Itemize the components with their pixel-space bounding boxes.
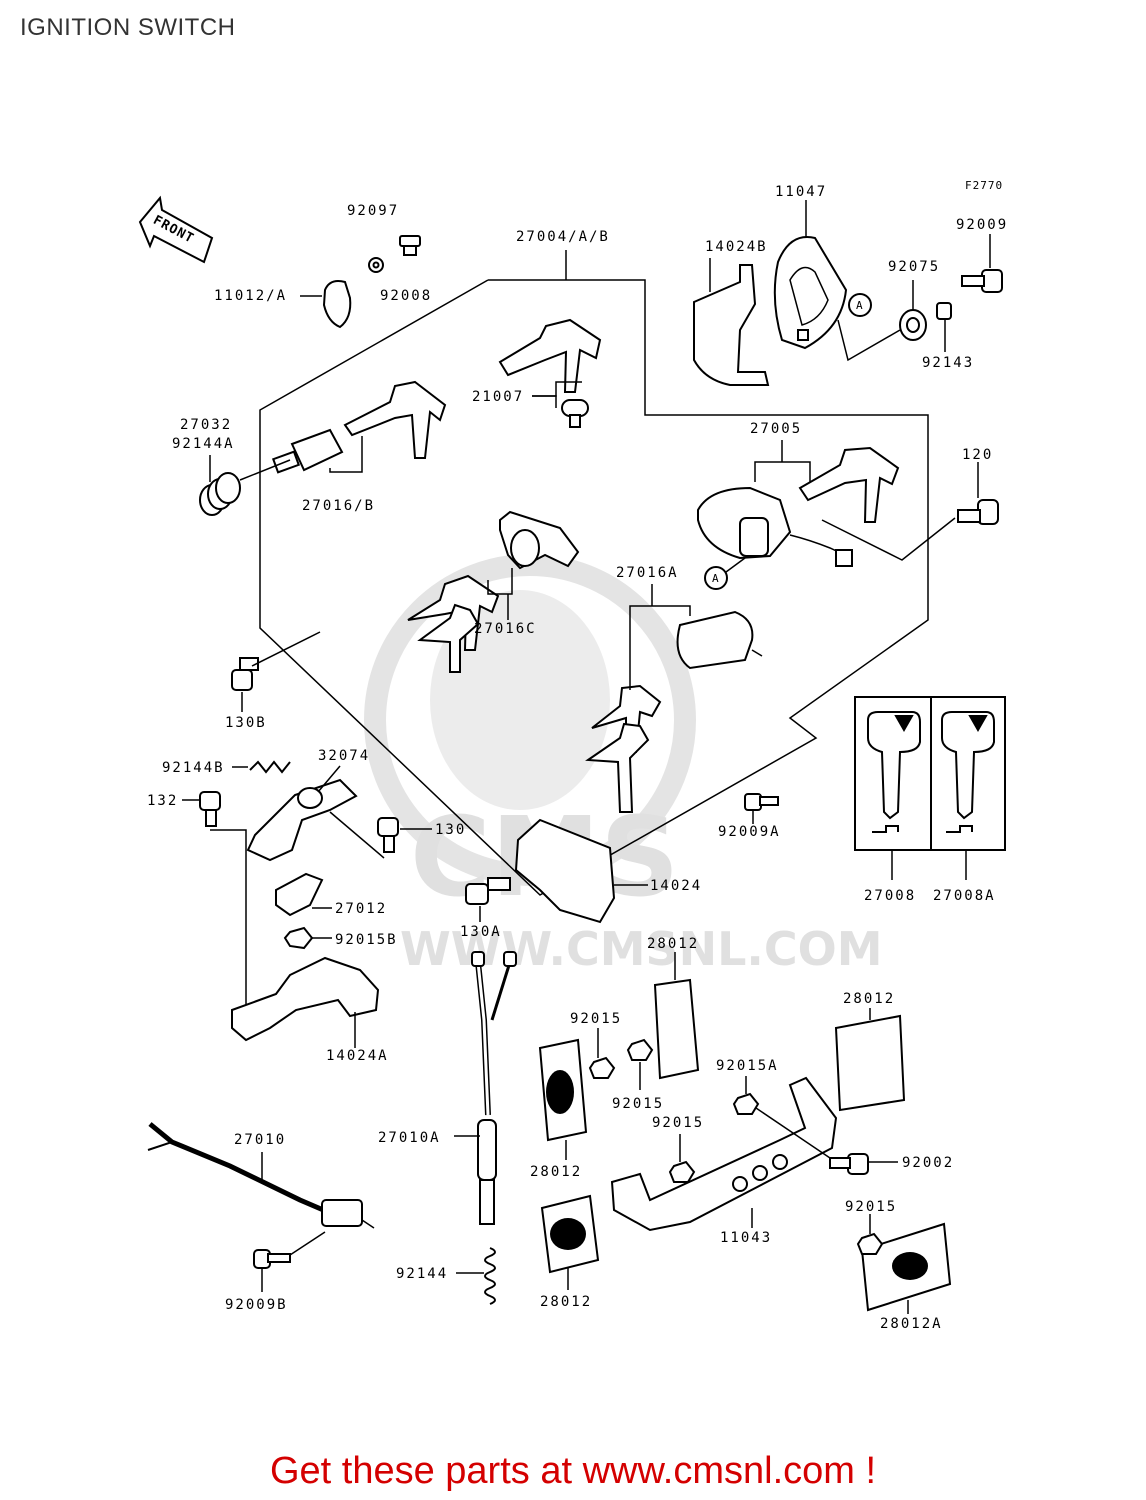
part-label: 28012 (530, 1164, 582, 1180)
reflector-bottom-right (860, 1222, 952, 1314)
part-label: 28012 (647, 936, 699, 952)
part-label: 11012/A (214, 288, 287, 304)
part-label: 27010 (234, 1132, 286, 1148)
part-label: 92015A (716, 1058, 779, 1074)
part-label: 92015 (845, 1199, 897, 1215)
part-label: 92008 (380, 288, 432, 304)
front-arrow: FRONT (138, 195, 214, 264)
figure-code: F2770 (965, 179, 1003, 192)
part-label: 27012 (335, 901, 387, 917)
part-label: 21007 (472, 389, 524, 405)
part-label: 11043 (720, 1230, 772, 1246)
circle-a-bottom: A (712, 572, 719, 585)
part-label: 92009B (225, 1297, 288, 1313)
part-label: 120 (962, 447, 993, 463)
footer-link[interactable]: Get these parts at www.cmsnl.com ! (269, 1450, 877, 1492)
part-label: 27010A (378, 1130, 441, 1146)
part-label: 92015 (652, 1115, 704, 1131)
part-labels: 92097 92008 11012/A 27004/A/B 14024B 110… (147, 184, 1008, 1332)
part-label: 92144A (172, 436, 235, 452)
part-label: 27008 (864, 888, 916, 904)
part-label: 32074 (318, 748, 370, 764)
page-title: IGNITION SWITCH (20, 14, 236, 41)
part-label: 28012 (843, 991, 895, 1007)
reflector-top (653, 952, 700, 1080)
part-label: 14024 (650, 878, 702, 894)
part-label: 130 (435, 822, 466, 838)
part-label: 28012 (540, 1294, 592, 1310)
reflector-bottom-left (540, 1194, 600, 1290)
part-label: 27004/A/B (516, 229, 610, 245)
circle-a-top: A (856, 299, 863, 312)
part-label: 92009 (956, 217, 1008, 233)
part-label: 92015B (335, 932, 398, 948)
part-label: 14024A (326, 1048, 389, 1064)
part-label: 27032 (180, 417, 232, 433)
part-label: 92097 (347, 203, 399, 219)
reflector-right (834, 1008, 906, 1112)
part-label: 11047 (775, 184, 827, 200)
part-label: 92002 (902, 1155, 954, 1171)
part-label: 27008A (933, 888, 996, 904)
part-label: 132 (147, 793, 178, 809)
part-label: 130B (225, 715, 267, 731)
part-label: 92143 (922, 355, 974, 371)
group-outline (259, 279, 929, 896)
part-label: 92009A (718, 824, 781, 840)
part-label: 130A (460, 924, 502, 940)
part-label: 92144 (396, 1266, 448, 1282)
part-label: 27016C (474, 621, 537, 637)
part-label: 92015 (570, 1011, 622, 1027)
part-label: 27016/B (302, 498, 375, 514)
part-label: 92015 (612, 1096, 664, 1112)
part-label: 28012A (880, 1316, 943, 1332)
part-label: 27005 (750, 421, 802, 437)
part-label: 14024B (705, 239, 768, 255)
part-label: 92144B (162, 760, 225, 776)
part-label: 92075 (888, 259, 940, 275)
part-label: 27016A (616, 565, 679, 581)
parts-diagram: CMS WWW.CMSNL.COM FRONT F2770 A (138, 179, 1008, 1332)
reflector-left (538, 1038, 588, 1160)
